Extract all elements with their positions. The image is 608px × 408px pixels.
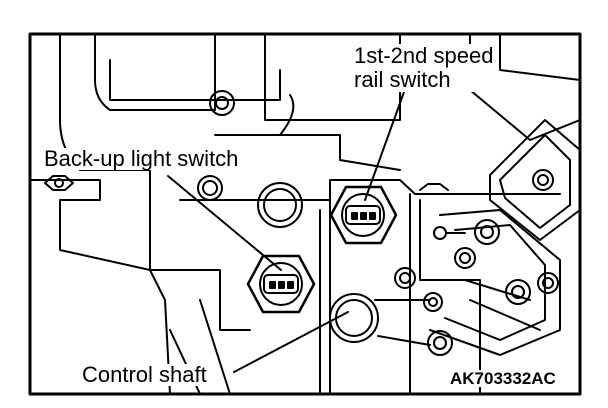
bolts <box>44 90 559 356</box>
figure-code: AK703332AC <box>448 369 558 388</box>
control-shaft <box>329 293 431 346</box>
label-control-shaft: Control shaft <box>80 362 209 387</box>
leader-backup-light-switch <box>167 175 282 271</box>
label-backup-light-switch: Back-up light switch <box>42 146 241 171</box>
leader-speed-rail-switch <box>364 91 405 201</box>
leader-control-shaft <box>233 311 349 373</box>
ring-lug <box>433 226 466 240</box>
transmission-case-outline <box>29 33 561 395</box>
bolt-cluster-1 <box>474 219 500 245</box>
bolt-cluster-2 <box>394 267 416 289</box>
switch-boss-empty <box>257 182 303 228</box>
label-speed-rail-switch: 1st-2nd speed rail switch <box>352 43 496 92</box>
bolt-right-top <box>419 183 449 191</box>
bolt-mid <box>197 175 223 201</box>
bolt-cluster-5 <box>537 272 559 294</box>
speed-rail-switch <box>329 185 398 245</box>
leader-lines <box>167 91 405 373</box>
bolt-cluster-3 <box>454 247 476 269</box>
bolt-cluster-7 <box>423 292 443 312</box>
backup-light-switch <box>246 254 316 314</box>
bolt-cluster-4 <box>505 279 531 305</box>
bolt-top <box>209 90 235 116</box>
bolt-bracket <box>532 169 554 191</box>
bolt-left <box>44 175 74 191</box>
bolt-cluster-6 <box>427 330 453 356</box>
